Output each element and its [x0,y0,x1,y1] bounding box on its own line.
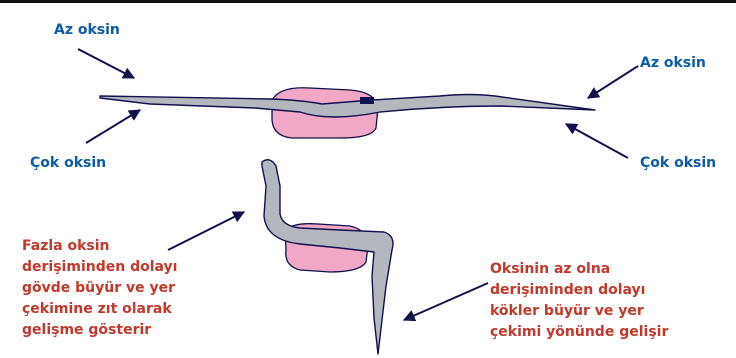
left-note-line: Fazla oksin [22,236,177,257]
arrow-right-note [404,283,488,320]
left-note-line: derişiminden dolayı [22,257,177,278]
right-note-line: Oksinin az olna [490,259,668,280]
left-note: Fazla oksin derişiminden dolayı gövde bü… [22,236,177,341]
left-note-line: gelişme gösterir [22,320,177,341]
arrow-top-left [78,49,134,78]
label-bottom-right: Çok oksin [640,153,716,173]
label-top-right: Az oksin [640,53,706,73]
label-top-left: Az oksin [54,20,120,40]
right-note: Oksinin az olna derişiminden dolayı kökl… [490,259,668,343]
right-note-line: kökler büyür ve yer [490,301,668,322]
right-note-line: çekimi yönünde gelişir [490,322,668,343]
arrow-top-right [588,66,638,98]
right-note-line: derişiminden dolayı [490,280,668,301]
arrow-left-note [168,212,244,250]
arrow-bottom-right [566,124,628,158]
left-note-line: gövde büyür ve yer [22,278,177,299]
label-bottom-left: Çok oksin [30,153,106,173]
horizontal-node [360,97,374,104]
arrow-bottom-left [86,110,140,143]
left-note-line: çekimine zıt olarak [22,299,177,320]
